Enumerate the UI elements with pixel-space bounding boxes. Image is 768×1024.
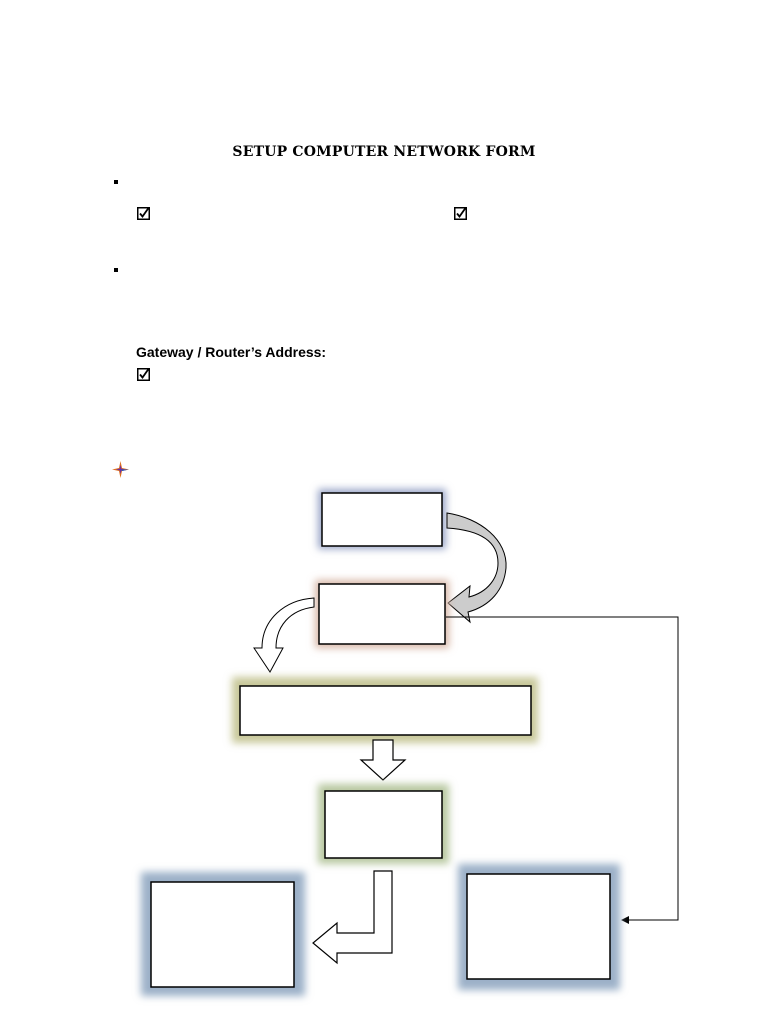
square-bullet-icon bbox=[114, 180, 118, 184]
diagram-box-5 bbox=[141, 872, 305, 996]
four-point-star-icon bbox=[112, 461, 129, 478]
checked-box-icon[interactable] bbox=[137, 368, 150, 381]
checked-box-icon[interactable] bbox=[454, 207, 467, 220]
down-arrow bbox=[359, 739, 407, 781]
checked-box-icon[interactable] bbox=[137, 207, 150, 220]
gateway-address-label: Gateway / Router’s Address: bbox=[136, 344, 327, 360]
diagram-box-1 bbox=[318, 489, 446, 549]
curved-arrow-down-left bbox=[253, 597, 315, 673]
diagram-box-2 bbox=[315, 580, 449, 648]
form-title: SETUP COMPUTER NETWORK FORM bbox=[232, 144, 536, 160]
connector-line bbox=[446, 616, 679, 924]
square-bullet-icon bbox=[114, 268, 118, 272]
diagram-box-3 bbox=[232, 677, 538, 743]
diagram-box-6 bbox=[458, 864, 620, 990]
curved-arrow-down-right bbox=[446, 512, 507, 624]
bent-arrow-down-left bbox=[312, 870, 393, 965]
diagram-box-4 bbox=[318, 784, 449, 864]
